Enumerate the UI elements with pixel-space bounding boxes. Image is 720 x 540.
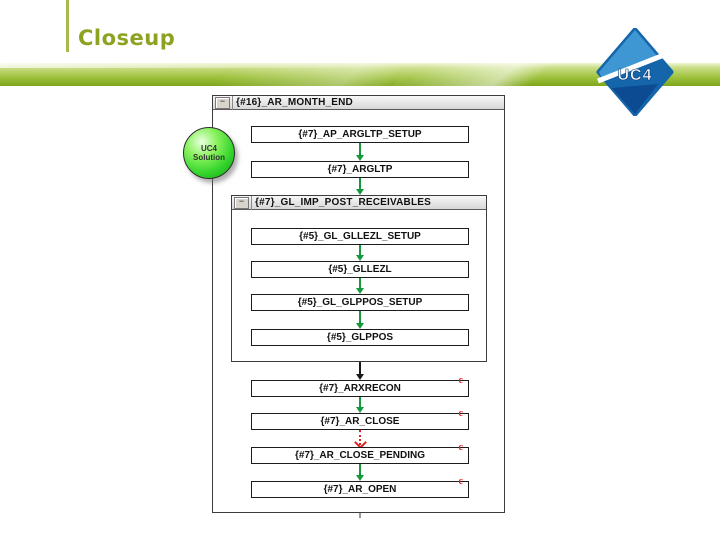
connector-arrowhead-icon: [356, 407, 364, 413]
connector-arrowhead-icon: [356, 288, 364, 294]
connector-arrowhead-icon: [356, 374, 364, 380]
connector-line: [359, 143, 361, 155]
job-node-ar-open[interactable]: {#7}_AR_OPEN c: [251, 477, 469, 498]
header-band: [0, 59, 720, 93]
header-separator: [232, 95, 233, 110]
connector-arrowhead-icon: [356, 323, 364, 329]
connector-line: [359, 464, 361, 475]
connector-line: [359, 397, 361, 407]
job-node-gl-glppos-setup[interactable]: {#5}_GL_GLPPOS_SETUP: [251, 294, 469, 311]
title-accent-rule: [66, 0, 69, 52]
job-label: {#7}_AR_OPEN: [323, 484, 397, 495]
connector-line: [359, 311, 361, 323]
header-separator: [251, 195, 252, 210]
flow-connector: [352, 464, 368, 481]
job-label: {#7}_AR_CLOSE_PENDING: [294, 450, 426, 461]
uc4-diamond-icon: UC4: [596, 27, 674, 117]
workflow-inner-header: − {#7}_GL_IMP_POST_RECEIVABLES: [232, 195, 486, 210]
job-label: {#5}_GLLEZL: [328, 264, 392, 275]
job-node-glppos[interactable]: {#5}_GLPPOS: [251, 329, 469, 346]
connector-line: [359, 178, 361, 189]
page-title: Closeup: [78, 26, 176, 50]
job-node-arxrecon[interactable]: {#7}_ARXRECON c: [251, 376, 469, 397]
workflow-outer-header: − {#16}_AR_MONTH_END: [213, 95, 504, 110]
job-node-gllezl[interactable]: {#5}_GLLEZL: [251, 261, 469, 278]
flow-connector-conditional: [352, 430, 368, 449]
job-label: {#5}_GL_GLPPOS_SETUP: [297, 297, 423, 308]
job-label: {#7}_ARXRECON: [319, 383, 401, 394]
collapse-button[interactable]: −: [234, 196, 249, 209]
flow-connector: [352, 178, 368, 195]
calendar-condition-badge: c: [458, 476, 463, 487]
job-node-gl-gllezl-setup[interactable]: {#5}_GL_GLLEZL_SETUP: [251, 228, 469, 245]
calendar-condition-badge: c: [458, 442, 463, 453]
job-node-ap-argltp-setup[interactable]: {#7}_AP_ARGLTP_SETUP: [251, 126, 469, 143]
flow-connector: [352, 245, 368, 261]
job-label: {#5}_GL_GLLEZL_SETUP: [299, 231, 421, 242]
flow-connector: [352, 278, 368, 294]
uc4-solution-badge: UC4 Solution: [183, 127, 235, 179]
job-node-ar-close[interactable]: {#7}_AR_CLOSE c: [251, 409, 469, 430]
flow-connector: [352, 362, 368, 380]
connector-line: [359, 362, 361, 374]
connector-line: [359, 278, 361, 288]
job-label: {#7}_AP_ARGLTP_SETUP: [298, 129, 422, 140]
connector-arrowhead-icon: [356, 155, 364, 161]
uc4-solution-badge-line2: Solution: [193, 153, 225, 162]
calendar-condition-badge: c: [458, 408, 463, 419]
collapse-button[interactable]: −: [215, 96, 230, 109]
flow-connector: [352, 143, 368, 161]
uc4-solution-badge-line1: UC4: [200, 144, 217, 153]
flow-connector: [352, 397, 368, 413]
workflow-inner-title: {#7}_GL_IMP_POST_RECEIVABLES: [255, 197, 432, 208]
band-streak: [0, 63, 400, 68]
job-label: {#7}_AR_CLOSE: [320, 416, 400, 427]
uc4-logo: UC4: [596, 27, 674, 117]
connector-arrowhead-icon: [356, 475, 364, 481]
calendar-condition-badge: c: [458, 375, 463, 386]
flow-connector: [352, 311, 368, 329]
connector-arrowhead-icon: [356, 255, 364, 261]
job-label: {#5}_GLPPOS: [326, 332, 394, 343]
container-end-stub: [359, 513, 361, 518]
connector-dotted-line: [359, 430, 361, 445]
workflow-outer-title: {#16}_AR_MONTH_END: [236, 97, 353, 108]
uc4-logo-text: UC4: [617, 67, 652, 84]
connector-arrowhead-icon: [356, 189, 364, 195]
job-label: {#7}_ARGLTP: [327, 164, 393, 175]
job-node-argltp[interactable]: {#7}_ARGLTP: [251, 161, 469, 178]
connector-line: [359, 245, 361, 255]
job-node-ar-close-pending[interactable]: {#7}_AR_CLOSE_PENDING c: [251, 443, 469, 464]
